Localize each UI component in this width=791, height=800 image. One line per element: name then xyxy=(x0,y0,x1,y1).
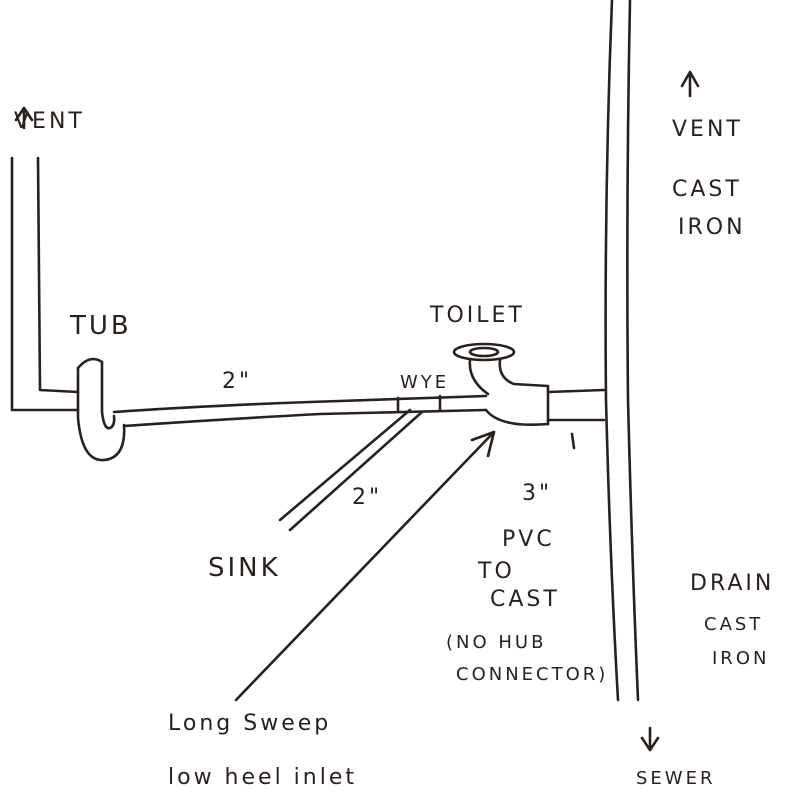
label-wye: WYE xyxy=(400,372,449,393)
label-pvc: PVC xyxy=(502,527,555,552)
label-cast-top: CAST xyxy=(672,177,742,202)
label-2in-sink: 2" xyxy=(352,485,382,510)
label-3in: 3" xyxy=(522,481,552,506)
label-toilet: TOILET xyxy=(429,303,525,328)
label-to: TO xyxy=(477,559,515,584)
right-cast-iron-stack xyxy=(604,0,700,752)
label-tub: TUB xyxy=(69,311,132,341)
label-drain-iron: IRON xyxy=(712,648,769,669)
sink-branch-pipe xyxy=(278,408,424,532)
label-long-sweep: Long Sweep xyxy=(168,711,331,736)
label-sewer: SEWER xyxy=(636,768,715,789)
label-vent-left: VENT xyxy=(14,109,85,134)
long-sweep-arrow xyxy=(234,430,496,702)
left-vent-stack xyxy=(10,106,80,412)
label-cast: CAST xyxy=(490,587,560,612)
label-low-heel: low heel inlet xyxy=(168,765,357,790)
tub-p-trap xyxy=(76,357,126,462)
label-iron-top: IRON xyxy=(678,215,746,240)
label-2in-main: 2" xyxy=(222,369,252,394)
label-drain-cast: CAST xyxy=(704,614,763,635)
label-no-hub: (NO HUB xyxy=(446,632,546,653)
tick-mark xyxy=(570,432,576,450)
label-vent-right: VENT xyxy=(672,117,743,142)
main-drain-pipe xyxy=(112,394,488,428)
label-drain: DRAIN xyxy=(690,571,774,596)
toilet-fitting xyxy=(452,342,606,426)
label-sink: SINK xyxy=(208,553,281,583)
label-connector: CONNECTOR) xyxy=(456,664,608,685)
